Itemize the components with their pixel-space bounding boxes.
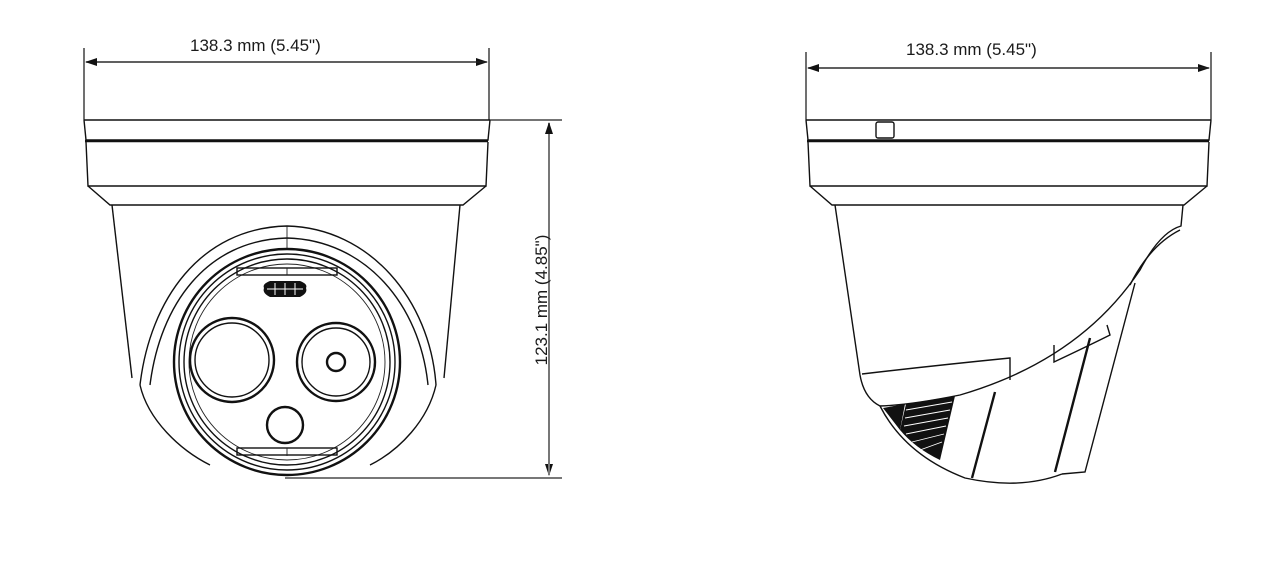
side-lens-dome [879, 396, 1063, 484]
front-height-dimension-line [285, 119, 562, 479]
front-housing [111, 204, 461, 466]
side-base-plate [805, 119, 1212, 206]
front-ir-led [265, 405, 305, 445]
front-base-plate [83, 119, 491, 206]
side-width-label: 138.3 mm (5.45") [906, 40, 1037, 59]
side-view [805, 52, 1212, 484]
front-width-dimension-line [83, 48, 490, 120]
side-housing [834, 204, 1184, 479]
front-sensor-grille [263, 281, 307, 297]
front-optical-lens [295, 321, 377, 403]
front-width-label: 138.3 mm (5.45") [190, 36, 321, 55]
side-width-dimension-line [805, 52, 1212, 120]
front-view [83, 48, 562, 479]
front-height-label: 123.1 mm (4.85") [532, 234, 551, 366]
front-thermal-lens [188, 316, 276, 404]
